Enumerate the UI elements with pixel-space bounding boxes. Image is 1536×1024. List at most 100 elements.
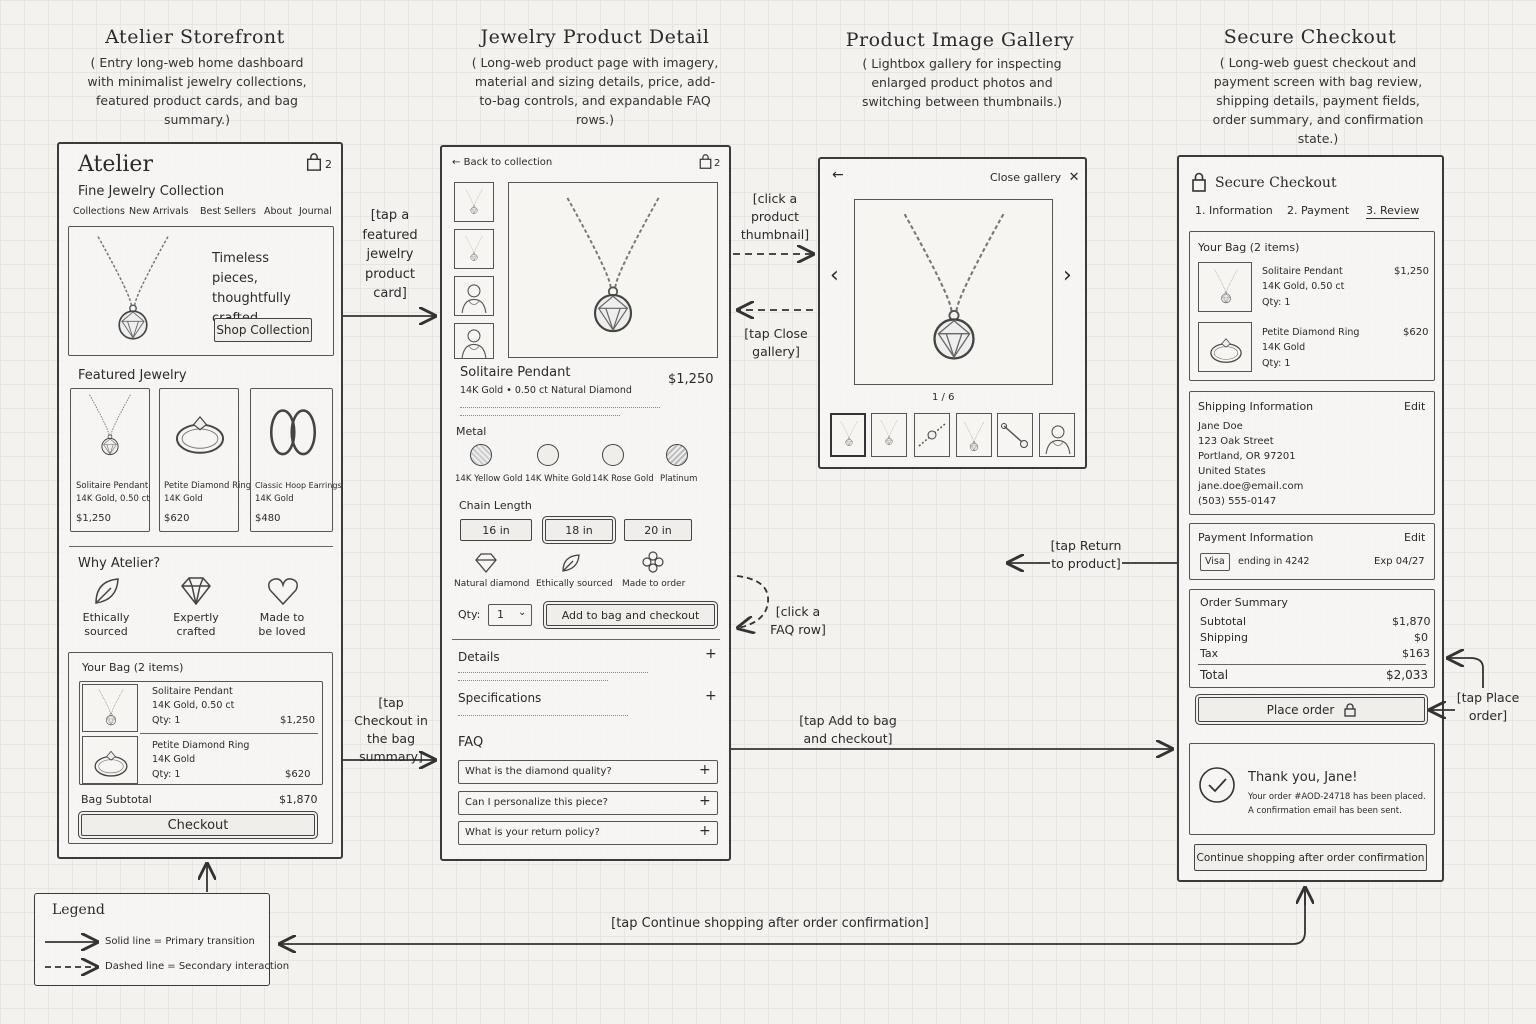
- metal-swatch[interactable]: [470, 444, 492, 466]
- back-to-collection-link[interactable]: ← Back to collection: [452, 157, 552, 168]
- bag-summary: Your Bag (2 items) Solitaire Pendant 14K…: [68, 652, 333, 844]
- product-card[interactable]: Solitaire Pendant 14K Gold, 0.50 ct $1,2…: [70, 388, 150, 532]
- nav-collections[interactable]: Collections: [73, 206, 125, 217]
- annotation-tap-checkout: [tap Checkout in the bag summary]: [354, 695, 428, 764]
- product-card[interactable]: Petite Diamond Ring 14K Gold $620: [159, 388, 251, 532]
- edit-payment-link[interactable]: Edit: [1404, 531, 1426, 544]
- chain-option[interactable]: 16 in: [460, 519, 532, 541]
- tagline: Fine Jewelry Collection: [78, 184, 225, 199]
- plus-icon[interactable]: +: [705, 646, 717, 662]
- checkout-screen: Secure Checkout 1. Information 2. Paymen…: [1177, 155, 1444, 882]
- place-order-button[interactable]: Place order: [1198, 697, 1425, 722]
- checkout-button[interactable]: Checkout: [81, 814, 315, 836]
- bag-item-price: $1,250: [280, 715, 315, 726]
- product-price: $1,250: [668, 372, 714, 387]
- gallery-thumbnail[interactable]: [956, 413, 992, 457]
- bag-item[interactable]: Solitaire Pendant 14K Gold, 0.50 ct Qty:…: [79, 681, 323, 785]
- gallery-thumbnail-selected[interactable]: [830, 413, 866, 457]
- description-placeholder: [460, 401, 660, 408]
- metal-option-label: 14K Yellow Gold: [455, 474, 523, 484]
- chain-option-selected[interactable]: 18 in: [545, 519, 613, 541]
- close-icon: ✕: [1068, 170, 1080, 185]
- checkout-desc: ( Long-web guest checkout and payment sc…: [1212, 55, 1424, 146]
- checkout-item-thumb: [1198, 322, 1252, 372]
- storefront-desc: ( Entry long-web home dashboard with min…: [87, 55, 307, 127]
- checkout-item-price: $1,250: [1394, 266, 1429, 277]
- gallery-thumbnail[interactable]: [914, 413, 950, 457]
- bag-count: 2: [325, 158, 332, 171]
- prev-arrow-icon[interactable]: ‹: [830, 263, 839, 288]
- step-review[interactable]: 3. Review: [1366, 204, 1420, 219]
- next-arrow-icon[interactable]: ›: [1063, 263, 1072, 288]
- faq-row[interactable]: What is the diamond quality? +: [458, 760, 718, 784]
- faq-row[interactable]: What is your return policy? +: [458, 821, 718, 845]
- back-label: Back to collection: [463, 157, 553, 168]
- specifications-row[interactable]: Specifications: [458, 691, 542, 705]
- brand-logo[interactable]: Atelier: [78, 152, 153, 177]
- why-expertly: Expertly crafted: [173, 611, 219, 638]
- gallery-thumbnail[interactable]: [1039, 413, 1075, 457]
- nav-about[interactable]: About: [264, 206, 293, 217]
- address-line: United States: [1198, 466, 1266, 477]
- summary-value: $1,870: [1392, 615, 1431, 628]
- bag-summary-title: Your Bag (2 items): [82, 661, 183, 674]
- shipping-info: Shipping Information Edit Jane Doe 123 O…: [1189, 391, 1435, 515]
- nav-best-sellers[interactable]: Best Sellers: [200, 206, 256, 217]
- leaf-icon: [95, 578, 119, 604]
- legend-solid-line: [45, 937, 101, 947]
- product-thumbnail[interactable]: [454, 182, 494, 222]
- metal-swatch[interactable]: [537, 444, 559, 466]
- product-detail-title: Jewelry Product Detail: [480, 26, 710, 48]
- product-price: $1,250: [76, 513, 111, 524]
- featured-title: Featured Jewelry: [78, 368, 187, 383]
- divider: [140, 733, 318, 734]
- bag-item-thumb: [82, 736, 138, 784]
- feature-label: Ethically sourced: [536, 579, 613, 589]
- product-thumbnail[interactable]: [454, 276, 494, 316]
- flower-icon: [642, 551, 664, 573]
- nav-journal[interactable]: Journal: [299, 206, 332, 217]
- metal-option-label: Platinum: [660, 474, 698, 484]
- step-information[interactable]: 1. Information: [1195, 204, 1273, 217]
- back-arrow-icon: ←: [452, 157, 461, 168]
- faq-row[interactable]: Can I personalize this piece? +: [458, 791, 718, 815]
- nav-new-arrivals[interactable]: New Arrivals: [129, 206, 189, 217]
- product-thumbnail[interactable]: [454, 323, 494, 359]
- plus-icon[interactable]: +: [705, 688, 717, 704]
- phone-line: (503) 555-0147: [1198, 496, 1277, 507]
- gallery-thumbnail[interactable]: [871, 413, 907, 457]
- summary-value: $0: [1414, 631, 1428, 644]
- product-card[interactable]: Classic Hoop Earrings 14K Gold $480: [250, 388, 342, 532]
- legend: Legend Solid line = Primary transition D…: [34, 893, 289, 986]
- bag-count: 2: [714, 158, 721, 169]
- bag-items-count: (2 items): [133, 661, 184, 674]
- lock-icon: [1344, 702, 1357, 717]
- close-gallery-button[interactable]: Close gallery ✕: [990, 170, 1080, 185]
- gallery-main-image: [854, 199, 1053, 385]
- checkout-item-name: Solitaire Pendant: [1262, 266, 1343, 277]
- metal-option-label: 14K White Gold: [525, 474, 592, 484]
- metal-swatch[interactable]: [602, 444, 624, 466]
- back-arrow-icon[interactable]: ←: [832, 167, 844, 183]
- card-brand: Visa: [1205, 556, 1225, 567]
- step-payment[interactable]: 2. Payment: [1287, 204, 1350, 217]
- main-product-image[interactable]: [508, 182, 718, 358]
- edit-shipping-link[interactable]: Edit: [1404, 400, 1426, 413]
- metal-swatch[interactable]: [666, 444, 688, 466]
- product-name: Classic Hoop Earrings: [255, 481, 342, 490]
- gallery-thumbnail[interactable]: [997, 413, 1033, 457]
- add-to-bag-button[interactable]: Add to bag and checkout: [546, 604, 715, 626]
- product-name: Petite Diamond Ring: [164, 481, 252, 491]
- annotation-tap-add: [tap Add to bag and checkout]: [799, 713, 897, 746]
- chain-option[interactable]: 20 in: [624, 519, 692, 541]
- summary-label: Tax: [1200, 647, 1219, 660]
- product-detail-screen: ← Back to collection 2 Solitaire Pendant…: [440, 145, 731, 861]
- checkout-item-detail: 14K Gold: [1262, 342, 1306, 353]
- continue-shopping-button[interactable]: Continue shopping after order confirmati…: [1194, 844, 1427, 871]
- qty-select[interactable]: 1 ⌄: [488, 604, 532, 626]
- heart-icon: [268, 578, 298, 606]
- shop-collection-button[interactable]: Shop Collection: [214, 318, 312, 342]
- details-row[interactable]: Details: [458, 650, 500, 664]
- product-thumbnail[interactable]: [454, 229, 494, 269]
